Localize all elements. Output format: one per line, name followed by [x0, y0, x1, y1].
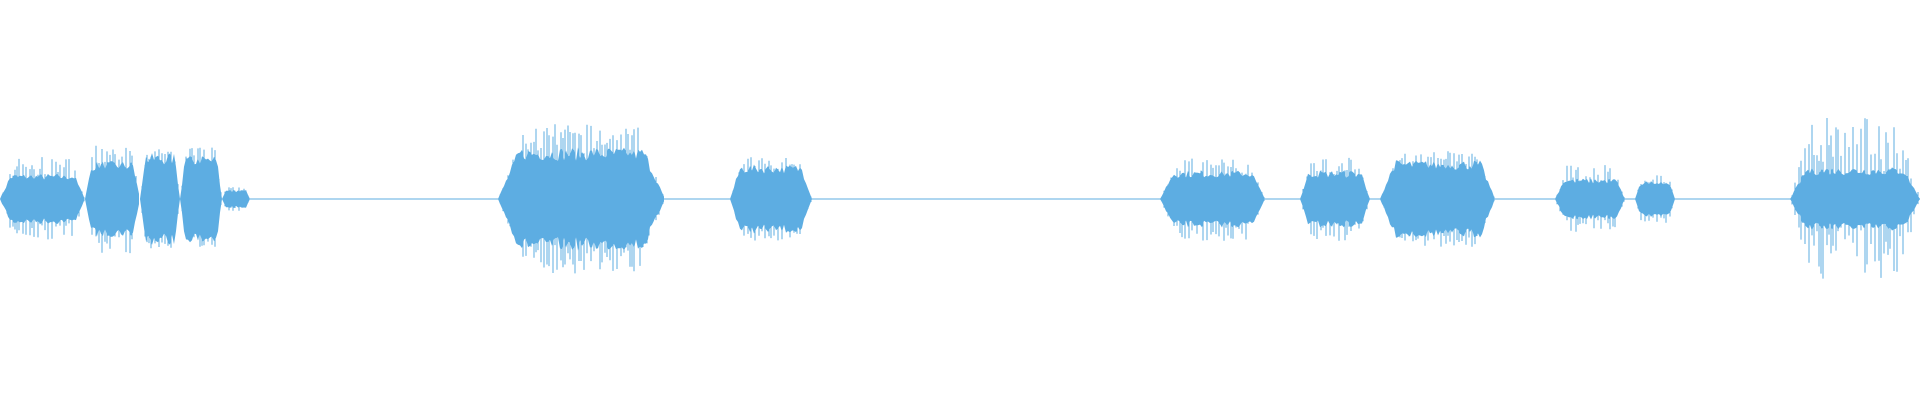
- waveform-samples: [0, 118, 1920, 279]
- waveform-segment: [85, 161, 139, 237]
- waveform-segment: [1160, 170, 1264, 228]
- waveform-segment: [140, 153, 180, 245]
